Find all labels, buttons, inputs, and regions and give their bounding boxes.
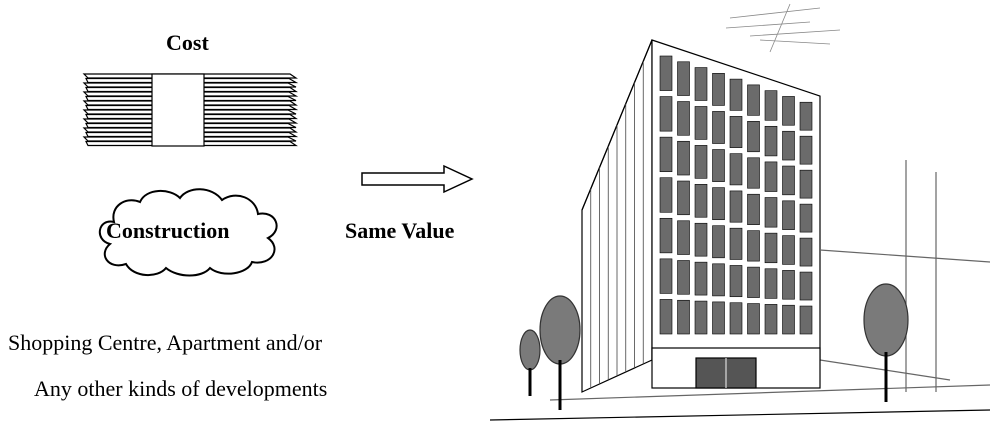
building-window: [659, 217, 673, 254]
building-window: [764, 161, 778, 192]
construction-label: Construction: [106, 218, 230, 243]
description-line-2: Any other kinds of developments: [34, 376, 328, 401]
building-window: [747, 193, 760, 225]
building-window: [747, 266, 760, 298]
building-window: [659, 299, 673, 335]
building-window: [729, 153, 743, 186]
building-window: [659, 177, 673, 213]
building-window: [659, 96, 673, 132]
building-window: [764, 304, 778, 335]
building-window: [677, 299, 690, 335]
building-window: [729, 302, 743, 335]
building-window: [799, 305, 813, 335]
building-window: [729, 227, 743, 260]
cloud-icon: [99, 188, 278, 277]
building-window: [729, 116, 743, 148]
building-window: [782, 165, 795, 196]
building-window: [694, 67, 708, 101]
building-window: [764, 232, 778, 264]
building-window: [764, 125, 778, 157]
building-window: [799, 135, 813, 165]
building-window: [659, 136, 673, 173]
building-window: [694, 300, 708, 335]
money-stack-icon: [82, 73, 299, 147]
building-window: [677, 140, 690, 176]
building-window: [677, 180, 690, 216]
right-arrow-icon: [361, 164, 474, 194]
building-window: [712, 187, 725, 221]
building-window: [764, 268, 778, 299]
building-window: [747, 303, 760, 335]
same-value-label: Same Value: [345, 218, 455, 243]
building-window: [694, 261, 708, 296]
building-window: [799, 101, 813, 131]
building-window: [712, 263, 725, 297]
building-window: [799, 169, 813, 199]
office-building-illustration: [489, 3, 990, 421]
building-window: [677, 260, 690, 295]
building-window: [677, 61, 690, 96]
building-window: [694, 145, 708, 179]
building-window: [677, 220, 690, 255]
building-window: [799, 237, 813, 267]
building-window: [782, 130, 795, 161]
building-window: [729, 78, 743, 111]
building-window: [729, 190, 743, 223]
building-window: [694, 222, 708, 257]
building-window: [712, 73, 725, 106]
building-window: [782, 235, 795, 265]
building-window: [799, 203, 813, 233]
building-window: [677, 101, 690, 136]
description-line-1: Shopping Centre, Apartment and/or: [8, 330, 323, 355]
building-window: [659, 55, 673, 91]
building-window: [659, 258, 673, 294]
building-window: [799, 271, 813, 301]
building-window: [747, 157, 760, 189]
building-window: [747, 230, 760, 262]
building-window: [764, 90, 778, 121]
building-window: [782, 304, 795, 335]
building-window: [712, 111, 725, 144]
building-window: [782, 96, 795, 126]
building-window: [694, 106, 708, 140]
building-window: [712, 149, 725, 182]
building-window: [782, 270, 795, 300]
cost-label: Cost: [166, 30, 209, 55]
building-window: [764, 197, 778, 228]
building-window: [712, 225, 725, 259]
building-window: [729, 265, 743, 298]
building-window: [782, 200, 795, 230]
building-window: [747, 84, 760, 116]
building-window: [712, 301, 725, 335]
building-window: [747, 121, 760, 153]
building-window: [694, 184, 708, 218]
